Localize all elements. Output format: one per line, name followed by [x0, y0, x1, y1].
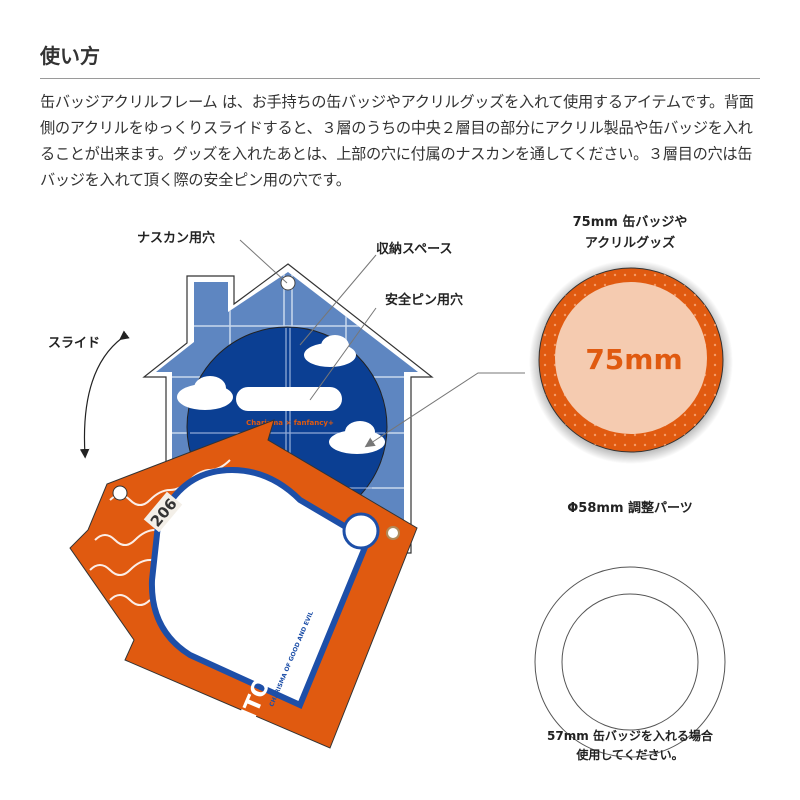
adapter-caption: Φ58mm 調整パーツ [567, 501, 693, 516]
adapter-ring-illustration [534, 566, 726, 758]
safety-pin-hole-label: 安全ピン用穴 [385, 293, 464, 308]
adapter-note-line1: 57mm 缶バッジを入れる場合 [547, 729, 713, 743]
can-badge-illustration: 75mm [529, 260, 733, 464]
badge-caption: 75mm 缶バッジや アクリルグッズ [510, 212, 750, 254]
description-text: 缶バッジアクリルフレーム は、お手持ちの缶バッジやアクリルグッズを入れて使用する… [40, 93, 754, 189]
cloud-decorations [177, 335, 385, 454]
brand-print: Charisma × fanfancy+ [246, 419, 334, 427]
storage-space-label: 収納スペース [376, 242, 453, 257]
adapter-note: 57mm 缶バッジを入れる場合 使用してください。 [510, 727, 750, 765]
badge-size-label: 75mm [585, 343, 682, 376]
orange-frame: 206 ITO FUMIYA CHARISMA OF GOOD AND EVIL [69, 419, 418, 749]
badge-caption-line2: アクリルグッズ [584, 236, 676, 251]
clasp-hole [280, 275, 296, 291]
slide-arrow-icon [79, 330, 130, 459]
safety-pin-slot [236, 387, 342, 411]
badge-caption-line1: 75mm 缶バッジや [572, 215, 688, 230]
leader-lines [239, 239, 525, 448]
clasp-hole-label: ナスカン用穴 [137, 231, 216, 246]
title-divider [40, 78, 760, 79]
slide-label: スライド [48, 336, 101, 351]
page-title: 使い方 [40, 44, 100, 68]
adapter-note-line2: 使用してください。 [576, 748, 684, 762]
